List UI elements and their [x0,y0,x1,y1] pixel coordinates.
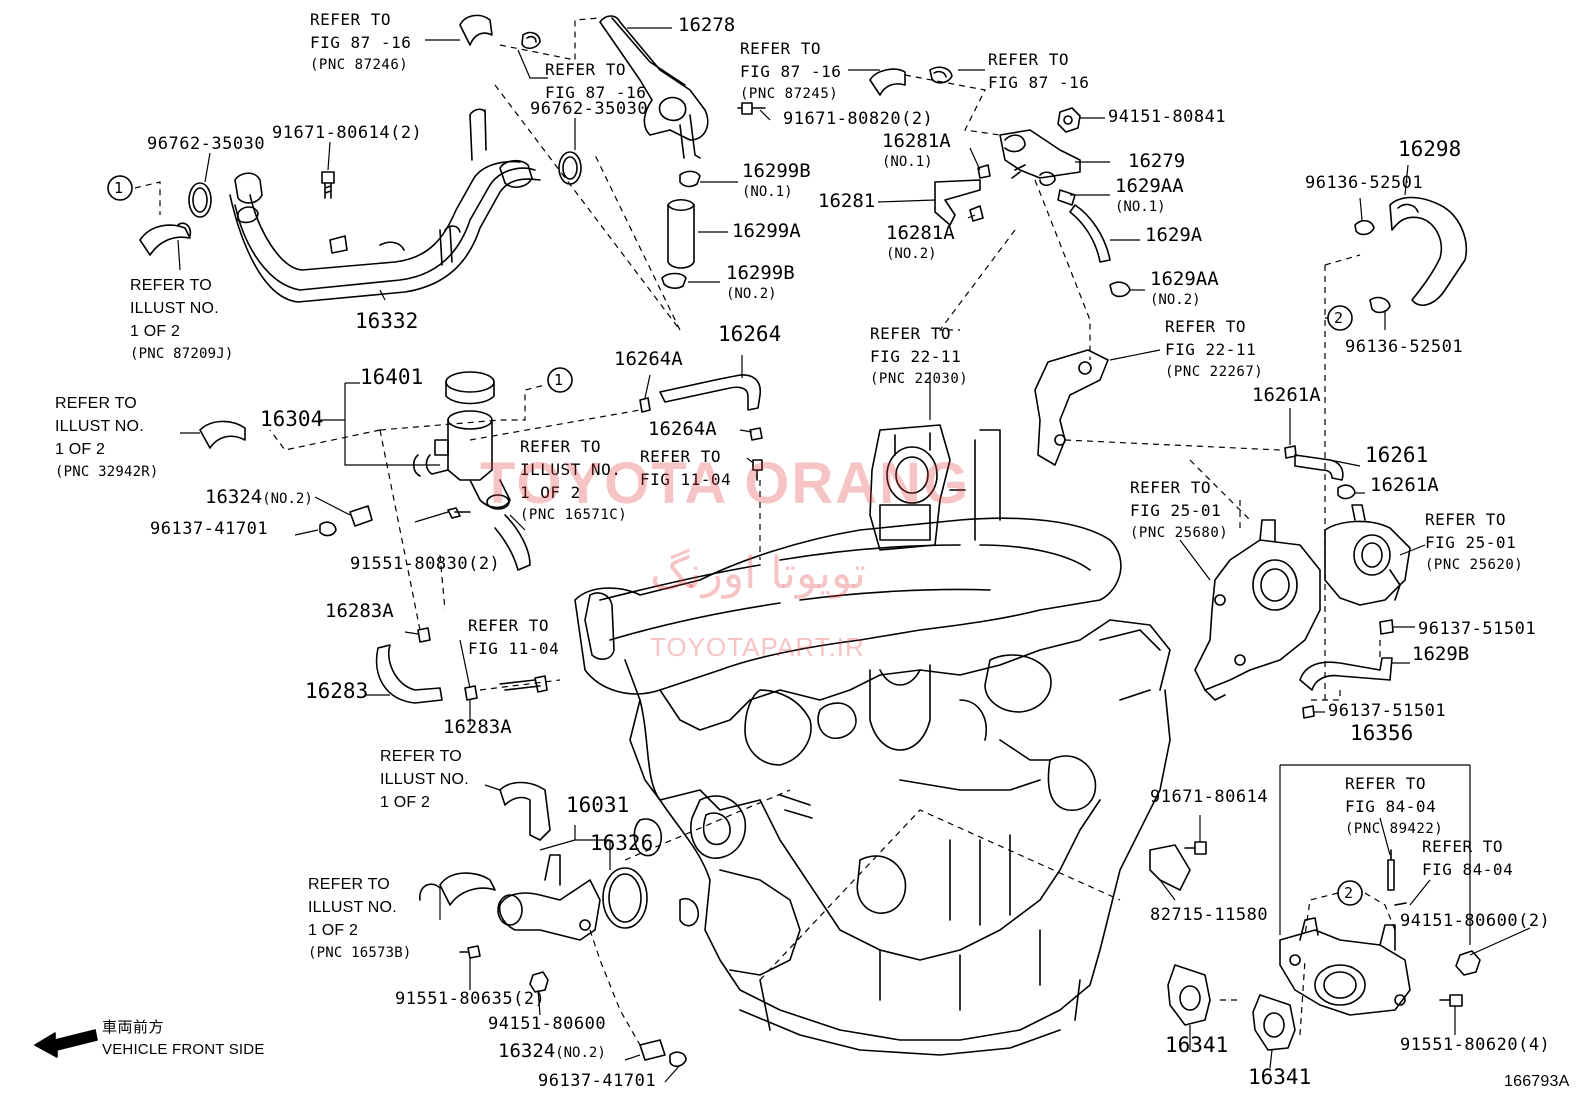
water-inlet-16304 [412,410,531,571]
egr-valve-assembly [1194,519,1321,701]
part-16281[interactable]: 16281 [818,190,876,212]
part-16261A-a[interactable]: 16261A [1252,384,1321,406]
part-94151-80841[interactable]: 94151-80841 [1108,107,1227,127]
part-91551-80830[interactable]: 91551-80830(2) [350,554,501,574]
part-16299B-no2[interactable]: 16299B(NO.2) [726,262,795,303]
watermark-brand: TOYOTA ORANG [480,451,971,516]
part-91551-80635[interactable]: 91551-80635(2) [395,989,546,1009]
part-94151-80600[interactable]: 94151-80600 [488,1014,607,1034]
part-96136-52501-b[interactable]: 96136-52501 [1345,337,1464,357]
vehicle-front-en: VEHICLE FRONT SIDE [102,1041,265,1058]
part-1629B[interactable]: 1629B [1412,643,1470,665]
water-union-16279 [999,129,1081,187]
ref-fig-87-16-b: REFER TO FIG 87 -16 [988,50,1090,92]
hose-16298 [1389,196,1467,306]
part-16283[interactable]: 16283 [305,679,369,703]
part-16299A[interactable]: 16299A [732,220,801,242]
part-16281A-no2[interactable]: 16281A(NO.2) [886,222,955,263]
part-16283A-b[interactable]: 16283A [443,716,512,738]
part-91671-80820[interactable]: 91671-80820(2) [783,109,934,129]
part-16401[interactable]: 16401 [360,365,424,389]
circle-label-2-b: 2 [1344,884,1354,902]
gasket-16341 [1167,964,1296,1051]
part-91671-80614-2[interactable]: 91671-80614(2) [272,123,423,143]
water-outlet-16278 [599,15,709,159]
part-16264A-b[interactable]: 16264A [648,418,717,440]
ref-illust-32942R: REFER TO ILLUST NO. 1 OF 2 (PNC 32942R) [55,395,159,480]
part-96137-41701-b[interactable]: 96137-41701 [538,1071,657,1091]
part-16341-a[interactable]: 16341 [1165,1033,1229,1057]
part-16278[interactable]: 16278 [678,14,736,36]
part-96137-41701-a[interactable]: 96137-41701 [150,519,269,539]
part-16356[interactable]: 16356 [1350,721,1414,745]
circle-ref-1-a [107,175,133,201]
ref-illust-16571C: REFER TO ILLUST NO. 1 OF 2 (PNC 16571C) [520,437,628,523]
circle-label-1-b: 1 [554,371,564,389]
figure-id: 166793A [1504,1073,1570,1090]
ref-fig-11-04-b: REFER TO FIG 11-04 [468,616,560,658]
part-96762-35030-a[interactable]: 96762-35030 [147,134,266,154]
bolt-91671-80614 [321,171,335,199]
part-96137-51501-b[interactable]: 96137-51501 [1328,701,1447,721]
part-16341-b[interactable]: 16341 [1248,1065,1312,1089]
part-16326[interactable]: 16326 [590,831,654,855]
part-1629AA-no1[interactable]: 1629AA(NO.1) [1115,175,1184,216]
water-inlet-16031 [497,854,601,941]
ref-fig-84-04-pnc89422: REFER TO FIG 84-04 (PNC 89422) [1345,774,1444,837]
ref-fig-87-16-a: REFER TO FIG 87 -16 [545,60,647,102]
ref-fig-22-11-pnc22267: REFER TO FIG 22-11 (PNC 22267) [1165,317,1264,380]
watermark-site: TOYOTAPART.IR [650,632,865,662]
ref-fig-11-04-a: REFER TO FIG 11-04 [640,447,732,489]
vehicle-front-jp: 車両前方 [102,1018,165,1036]
part-16261A-b[interactable]: 16261A [1370,474,1439,496]
ref-fig-87-16-pnc87245: REFER TO FIG 87 -16 (PNC 87245) [740,39,842,102]
part-94151-80600-2[interactable]: 94151-80600(2) [1400,911,1551,931]
circle-label-2-a: 2 [1334,309,1344,327]
part-82715-11580[interactable]: 82715-11580 [1150,905,1269,925]
ref-illust-16573B: REFER TO ILLUST NO. 1 OF 2 (PNC 16573B) [308,876,412,961]
throttle-body [869,424,966,551]
part-96762-35030-b[interactable]: 96762-35030 [530,99,649,119]
ref-illust-1-of-2: REFER TO ILLUST NO. 1 OF 2 [380,748,469,811]
part-91671-80614[interactable]: 91671-80614 [1150,787,1269,807]
radiator-cap-16401 [445,371,495,405]
engine-block [574,429,1171,1056]
part-16031[interactable]: 16031 [566,793,630,817]
part-16324-no2-b[interactable]: 16324(NO.2) [498,1040,606,1062]
circle-label-1-a: 1 [114,179,124,197]
part-16279[interactable]: 16279 [1128,150,1186,172]
ref-fig-84-04: REFER TO FIG 84-04 [1422,837,1514,879]
watermark-persian: تویوتا اورنگ [650,548,866,599]
ref-fig-25-01-pnc25680: REFER TO FIG 25-01 (PNC 25680) [1130,478,1229,541]
thermostat-housing-16356 [1279,917,1411,1016]
ref-illust-87209J: REFER TO ILLUST NO. 1 OF 2 (PNC 87209J) [130,277,234,362]
part-16298[interactable]: 16298 [1398,137,1462,161]
part-16324-no2-a[interactable]: 16324(NO.2) [205,486,313,508]
part-16332[interactable]: 16332 [355,309,419,333]
part-96137-51501-a[interactable]: 96137-51501 [1418,619,1537,639]
circle-ref-1-b [547,367,573,393]
part-16264A-a[interactable]: 16264A [614,348,683,370]
part-16299B-no1[interactable]: 16299B(NO.1) [742,160,811,201]
part-16283A-a[interactable]: 16283A [325,600,394,622]
part-16261[interactable]: 16261 [1365,443,1429,467]
part-16304[interactable]: 16304 [260,407,324,431]
hose-16299A [661,170,701,289]
ref-fig-87-16-pnc87246: REFER TO FIG 87 -16 (PNC 87246) [310,10,412,73]
part-16264[interactable]: 16264 [718,322,782,346]
part-16281A-no1[interactable]: 16281A(NO.1) [882,130,951,171]
gasket-ring-96762 [188,182,212,218]
part-91551-80620[interactable]: 91551-80620(4) [1400,1035,1551,1055]
vehicle-front-arrow [34,1029,98,1058]
egr-cooler [1324,504,1411,606]
part-1629AA-no2[interactable]: 1629AA(NO.2) [1150,268,1219,309]
ref-fig-25-01-pnc25620: REFER TO FIG 25-01 (PNC 25620) [1425,510,1524,573]
ref-fig-22-11-pnc22030: REFER TO FIG 22-11 (PNC 22030) [870,324,969,387]
water-bypass-pipe-16332 [229,108,541,303]
part-96136-52501-a[interactable]: 96136-52501 [1305,173,1424,193]
part-1629A[interactable]: 1629A [1145,224,1203,246]
